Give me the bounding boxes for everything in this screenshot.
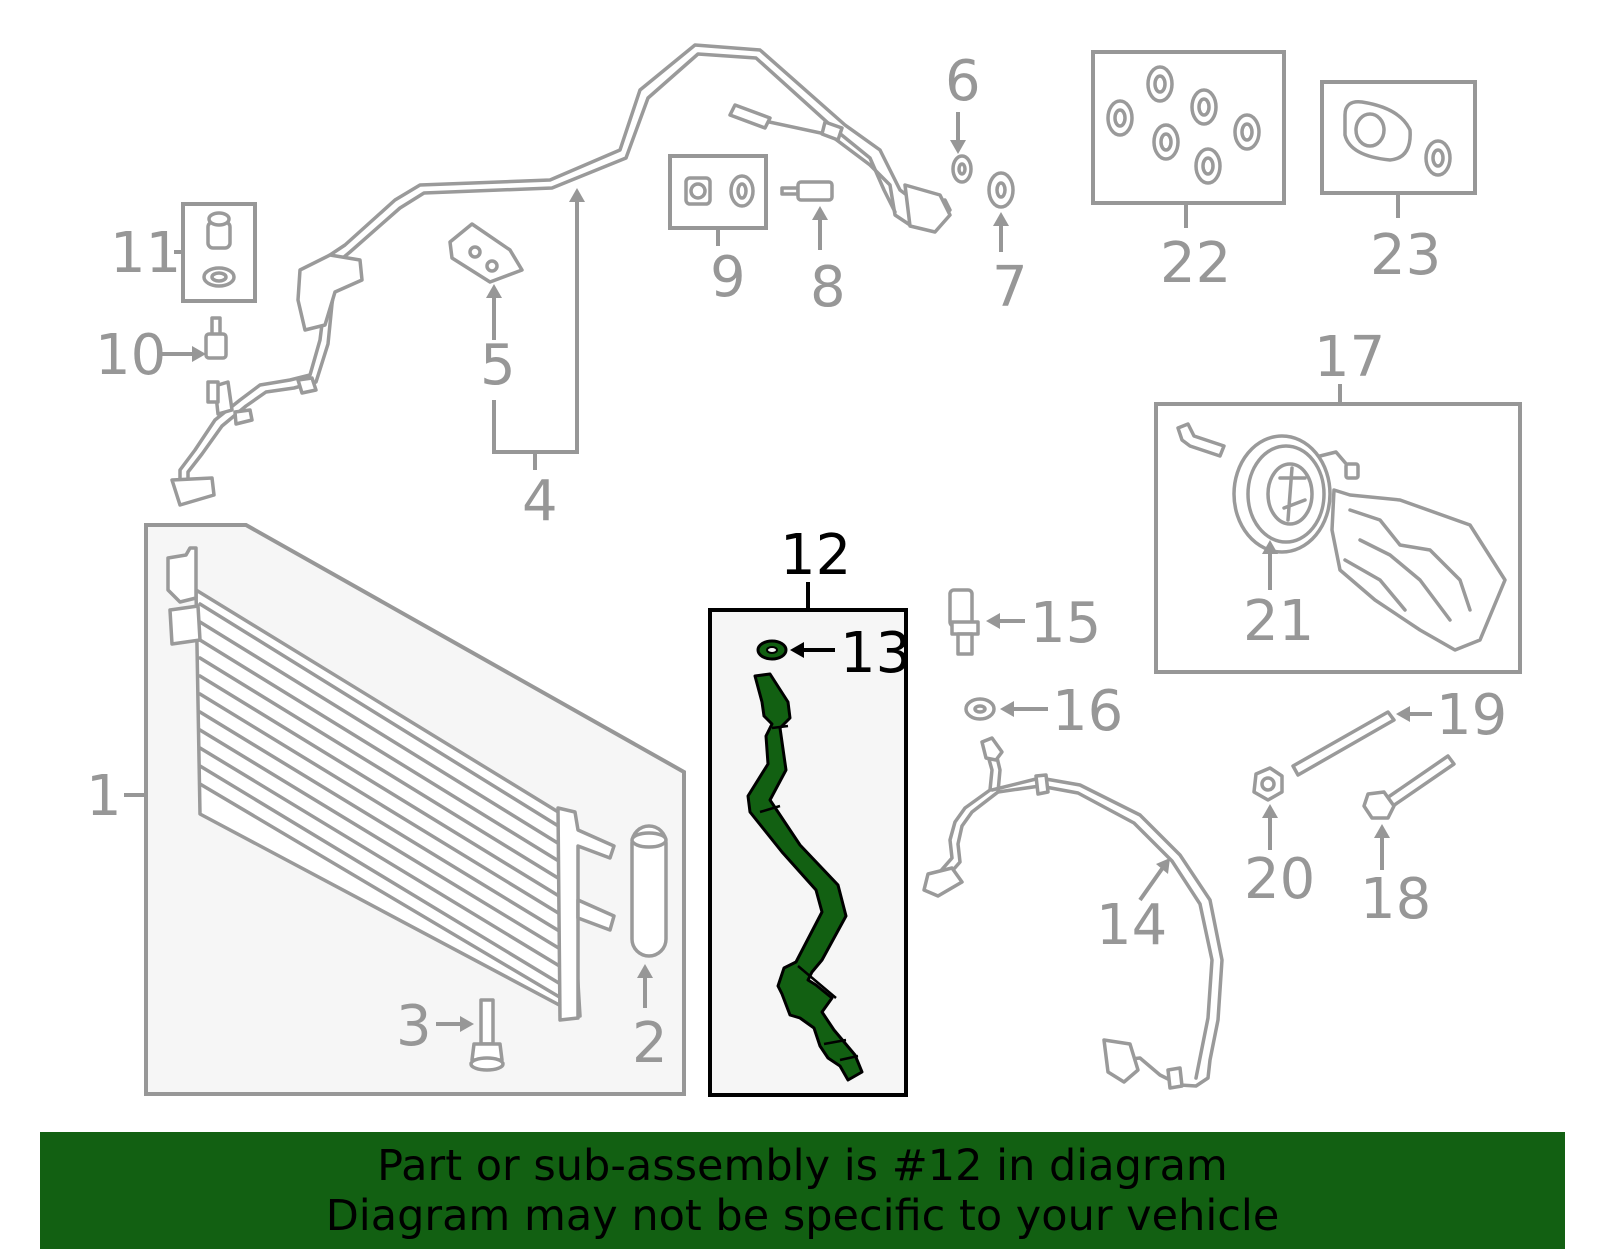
part-20-nut [1252,766,1284,802]
callout-21: 21 [1243,589,1314,654]
banner-line-2: Diagram may not be specific to your vehi… [325,1190,1280,1241]
part-12-highlighted-hose [746,672,864,1082]
callout-10: 10 [95,323,166,388]
part-11-kit [202,211,236,288]
part-10-switch [204,316,228,404]
callout-23: 23 [1370,223,1441,288]
part-23-gasket-kit [1343,100,1452,177]
info-banner: Part or sub-assembly is #12 in diagram D… [40,1132,1565,1249]
part-17-compressor [1176,422,1507,652]
part-2-receiver-drier [630,824,668,958]
part-21-clutch [1232,434,1360,554]
callout-20: 20 [1244,847,1315,912]
parts-diagram: 10 11 5 4 9 8 6 [86,43,1522,1097]
callout-14: 14 [1096,893,1167,958]
part-13-oring [756,639,788,661]
part-8-valve [780,180,834,202]
callout-16: 16 [1052,679,1123,744]
callout-12: 12 [780,523,851,588]
callout-2: 2 [632,1011,668,1076]
callout-19: 19 [1436,683,1507,748]
part-5-bracket [448,222,524,284]
callout-7: 7 [992,255,1028,320]
banner-line-1: Part or sub-assembly is #12 in diagram [377,1140,1228,1191]
part-22-oring-kit [1106,65,1261,185]
callout-13: 13 [840,621,911,686]
part-19-stud [1291,710,1396,777]
callout-6: 6 [945,49,981,114]
part-9-kit [684,174,755,208]
part-3-bolt [469,998,505,1072]
part-18-bolt [1362,754,1456,820]
part-4-ac-line [170,43,952,507]
callout-9: 9 [710,245,746,310]
callout-22: 22 [1160,231,1231,296]
callout-1: 1 [86,764,122,829]
callout-17: 17 [1314,325,1385,390]
callout-4: 4 [522,469,558,534]
callout-5: 5 [480,333,516,398]
part-14-ac-hose [922,736,1224,1090]
callout-18: 18 [1360,867,1431,932]
callout-3: 3 [396,994,432,1059]
part-15-pressure-sensor [948,588,980,656]
part-1-condenser [166,546,616,1022]
callout-8: 8 [810,255,846,320]
callout-15: 15 [1030,591,1101,656]
callout-11: 11 [110,221,181,286]
